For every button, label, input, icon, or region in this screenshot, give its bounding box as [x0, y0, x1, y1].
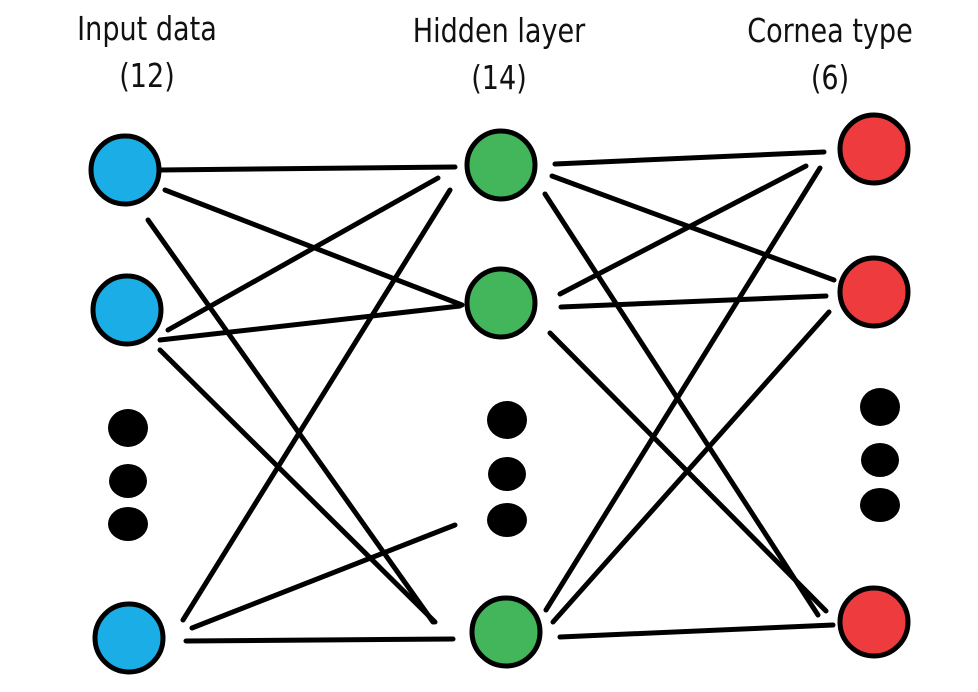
input-node-2: [90, 273, 164, 347]
edge-in2-h1: [189, 522, 458, 631]
input-layer-title: Input data: [77, 9, 217, 48]
hidden-layer-label: Hidden layer (14): [413, 14, 586, 94]
output-node-2: [837, 255, 911, 329]
output-ellipsis-dot-1: [860, 388, 900, 426]
hidden-layer-count: (14): [471, 58, 527, 97]
input-node-last: [92, 601, 166, 675]
input-ellipsis-dot-2: [109, 464, 147, 498]
input-ellipsis-dot-3: [108, 507, 148, 541]
ellipsis-dots: [108, 388, 900, 541]
input-node-1: [88, 133, 162, 207]
edge-h1-o1: [558, 293, 829, 310]
hidden-node-2: [464, 266, 538, 340]
output-layer-title: Cornea type: [747, 11, 913, 50]
hidden-node-last: [469, 595, 543, 669]
connections: [145, 149, 837, 644]
output-ellipsis-dot-3: [860, 488, 900, 522]
edge-in1-h2: [157, 347, 438, 625]
hidden-ellipsis-dot-1: [487, 401, 527, 439]
hidden-ellipsis-dot-2: [488, 457, 526, 491]
edge-in0-h2: [145, 217, 436, 625]
output-layer-label: Cornea type (6): [747, 14, 913, 94]
output-layer-count: (6): [810, 58, 850, 97]
edge-h1-o0: [557, 163, 809, 297]
edge-h2-o2: [557, 622, 836, 640]
edge-h0-o1: [549, 173, 837, 283]
hidden-ellipsis-dot-3: [487, 503, 527, 537]
nodes: [88, 112, 911, 675]
output-node-last: [837, 585, 911, 659]
output-ellipsis-dot-2: [861, 443, 899, 477]
input-layer-count: (12): [119, 56, 175, 95]
input-layer-label: Input data (12): [77, 12, 217, 92]
edge-in0-h0: [157, 164, 458, 173]
edge-h0-o0: [552, 149, 827, 167]
edge-in1-h0: [165, 175, 441, 333]
input-ellipsis-dot-1: [108, 409, 148, 447]
edge-in1-h1: [157, 303, 463, 343]
edge-in2-h0: [180, 187, 453, 623]
edge-h2-o0: [543, 165, 823, 613]
output-node-1: [837, 112, 911, 186]
hidden-layer-title: Hidden layer: [412, 11, 586, 50]
edge-h2-o1: [550, 309, 832, 625]
edge-in2-h2: [183, 636, 456, 644]
edge-h0-o2: [542, 191, 821, 618]
hidden-node-1: [464, 128, 538, 202]
